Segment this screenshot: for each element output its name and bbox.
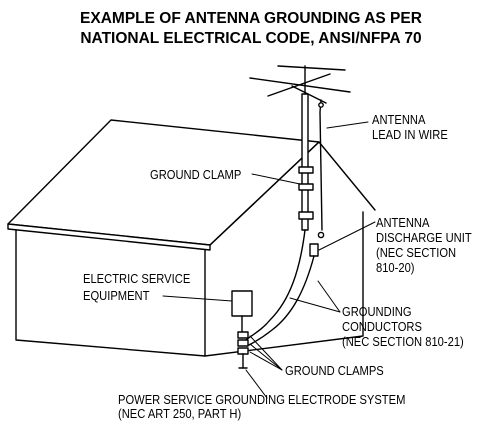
grounding-conductors-label-2: CONDUCTORS <box>342 319 422 334</box>
electric-service-label-1: ELECTRIC SERVICE <box>83 271 191 286</box>
ground-clamps-label: GROUND CLAMPS <box>285 363 384 378</box>
discharge-unit-label-4: 810-20) <box>376 260 415 275</box>
house-roof <box>7 119 376 251</box>
leader-lines <box>162 121 376 399</box>
discharge-unit-label-2: DISCHARGE UNIT <box>376 230 472 245</box>
discharge-unit-label-3: (NEC SECTION <box>376 245 457 260</box>
grounding-conductors <box>245 229 315 347</box>
antenna-array <box>249 65 351 104</box>
grounding-conductors-label-1: GROUNDING <box>342 304 412 319</box>
power-service-label-2: (NEC ART 250, PART H) <box>118 406 242 421</box>
diagram-title-line-1: EXAMPLE OF ANTENNA GROUNDING AS PER <box>80 10 422 27</box>
antenna-mast <box>301 83 309 231</box>
discharge-unit-label-1: ANTENNA <box>376 215 430 230</box>
mast-ground-clamps <box>298 166 314 220</box>
house-walls <box>15 211 364 357</box>
antenna-discharge-unit <box>309 243 319 257</box>
grounding-conductors-label-3: (NEC SECTION 810-21) <box>342 334 464 349</box>
diagram-title-line-2: NATIONAL ELECTRICAL CODE, ANSI/NFPA 70 <box>80 30 422 47</box>
lead-in-wire-label: LEAD IN WIRE <box>372 127 448 142</box>
ground-clamp-label: GROUND CLAMP <box>150 167 242 182</box>
antenna-label: ANTENNA <box>372 112 426 127</box>
electric-service-equipment <box>231 290 253 333</box>
power-service-label-1: POWER SERVICE GROUNDING ELECTRODE SYSTEM <box>118 392 406 407</box>
electrode-ground-clamps <box>237 331 249 369</box>
electric-service-label-2: EQUIPMENT <box>83 288 150 303</box>
antenna-lead-in-wire <box>317 99 325 239</box>
